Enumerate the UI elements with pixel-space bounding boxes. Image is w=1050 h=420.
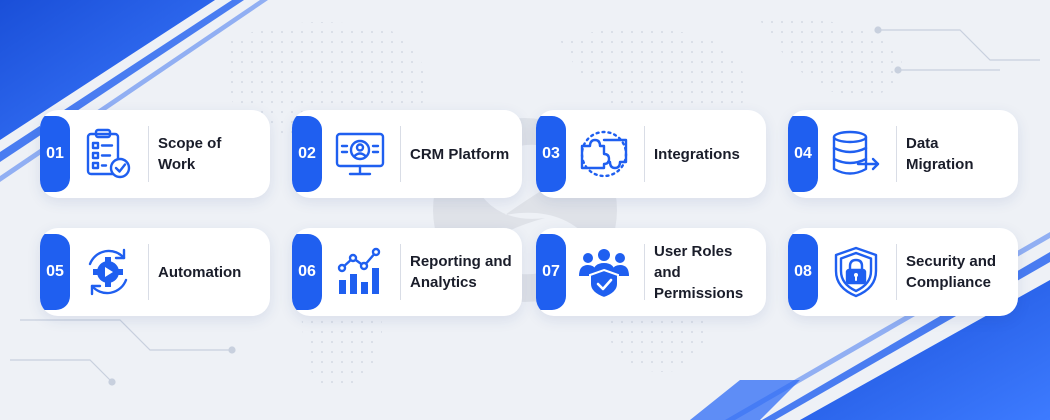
card-divider	[400, 126, 401, 182]
card-number: 07	[536, 234, 566, 310]
monitor-user-icon	[330, 124, 390, 184]
card-label: Security and Compliance	[906, 253, 997, 291]
card-scope-of-work: 01 Scope of Work	[40, 110, 270, 198]
clipboard-checklist-icon	[78, 124, 138, 184]
card-label: Data Migration	[906, 135, 974, 173]
card-label: Integrations	[654, 145, 740, 163]
card-divider	[400, 244, 401, 300]
bar-chart-icon	[330, 242, 390, 302]
gear-cycle-icon	[78, 242, 138, 302]
circuit-lines	[10, 26, 1040, 386]
card-number: 05	[40, 234, 70, 310]
card-integrations: 03 Integrations	[536, 110, 766, 198]
card-user-roles-and-permissions: 07 User Roles and Permissions	[536, 228, 766, 316]
card-label: Automation	[158, 263, 242, 281]
card-label: Reporting and Analytics	[410, 253, 512, 291]
card-crm-platform: 02 CRM Platform	[292, 110, 522, 198]
card-reporting-and-analytics: 06 Reporting and Analytics	[292, 228, 522, 316]
card-automation: 05 Automation	[40, 228, 270, 316]
card-label: User Roles and Permissions	[654, 242, 744, 302]
shield-lock-icon	[826, 242, 886, 302]
database-arrow-icon	[826, 124, 886, 184]
card-label: CRM Platform	[410, 145, 510, 163]
card-divider	[644, 244, 645, 300]
card-divider	[644, 126, 645, 182]
card-data-migration: 04 Data Migration	[788, 110, 1018, 198]
card-number: 04	[788, 116, 818, 192]
card-number: 08	[788, 234, 818, 310]
card-number: 03	[536, 116, 566, 192]
card-divider	[148, 126, 149, 182]
card-number: 01	[40, 116, 70, 192]
card-label: Scope of Work	[158, 135, 222, 173]
card-security-and-compliance: 08 Security and Compliance	[788, 228, 1018, 316]
puzzle-icon	[574, 124, 634, 184]
card-divider	[896, 244, 897, 300]
card-divider	[896, 126, 897, 182]
card-divider	[148, 244, 149, 300]
card-number: 06	[292, 234, 322, 310]
card-number: 02	[292, 116, 322, 192]
users-shield-icon	[574, 242, 634, 302]
